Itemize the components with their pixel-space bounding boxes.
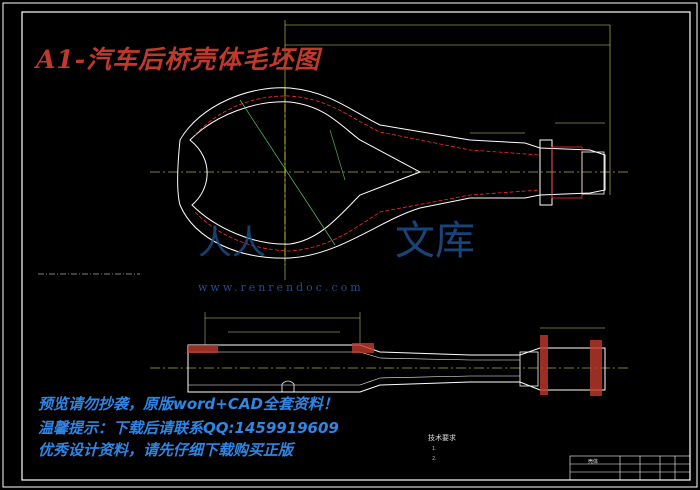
watermark-line-3: 优秀设计资料，请先仔细下载购买正版: [38, 441, 294, 459]
watermark-line-1: 预览请勿抄袭，原版word+CAD全套资料！: [38, 395, 338, 413]
inner-frame: [21, 11, 691, 481]
tech-requirement-item: 2.: [432, 456, 437, 462]
watermark-brand-left: 人人: [198, 223, 266, 263]
watermark-site: www.renrendoc.com: [198, 281, 364, 294]
tech-requirements-heading: 技术要求: [428, 434, 456, 442]
side-view: [150, 312, 630, 396]
watermark-brand-right: 文库: [395, 218, 475, 264]
title-block: [569, 455, 691, 481]
tech-requirement-item: 1.: [432, 446, 437, 452]
drawing-title: A1-汽车后桥壳体毛坯图: [36, 45, 321, 74]
watermark-line-2: 温馨提示：下载后请联系QQ:1459919609: [38, 419, 339, 437]
top-view: [150, 20, 630, 280]
title-block-name: 壳体: [588, 459, 599, 465]
